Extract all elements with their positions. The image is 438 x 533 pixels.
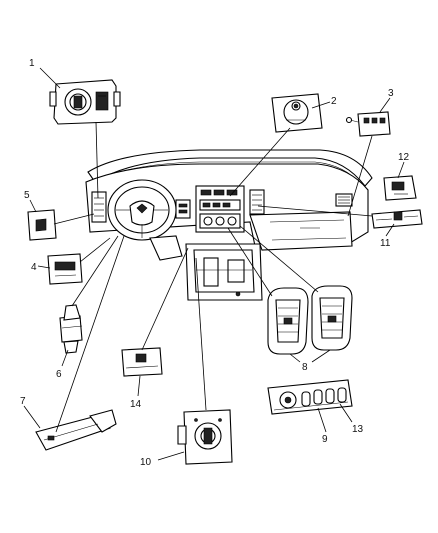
leader-lines bbox=[23, 67, 405, 461]
callout-2: 2 bbox=[331, 96, 337, 107]
callout-3: 3 bbox=[388, 88, 394, 99]
part-11-switch-bank bbox=[371, 209, 423, 229]
callout-10: 10 bbox=[140, 457, 152, 468]
callout-7: 7 bbox=[20, 396, 26, 407]
part-9-13-control-panel bbox=[267, 379, 353, 415]
callout-1: 1 bbox=[29, 58, 35, 69]
part-1-headlamp-switch bbox=[49, 79, 121, 125]
part-3-switch-module bbox=[345, 111, 391, 137]
callout-11: 11 bbox=[380, 238, 391, 249]
part-14-switch bbox=[121, 347, 163, 377]
part-2-switch-bezel bbox=[271, 93, 323, 133]
center-console bbox=[185, 243, 263, 301]
part-5-bracket bbox=[27, 209, 57, 241]
callout-9: 9 bbox=[322, 434, 328, 445]
callout-4: 4 bbox=[31, 262, 37, 273]
part-6-connector bbox=[59, 304, 83, 354]
steering-wheel bbox=[107, 179, 183, 261]
callout-12: 12 bbox=[398, 152, 410, 163]
part-8-air-vents bbox=[267, 285, 353, 355]
part-7-trim-panel bbox=[35, 409, 117, 451]
part-4-switch bbox=[47, 253, 83, 285]
callout-14: 14 bbox=[130, 399, 142, 410]
callout-numbers: 1 2 3 4 5 6 7 8 9 10 11 12 13 14 bbox=[20, 58, 410, 468]
callout-6: 6 bbox=[56, 369, 62, 380]
callout-5: 5 bbox=[24, 190, 30, 201]
callout-8: 8 bbox=[302, 362, 308, 373]
callout-13: 13 bbox=[352, 424, 364, 435]
part-12-switch bbox=[383, 175, 417, 201]
part-10-control-knob bbox=[177, 409, 233, 465]
